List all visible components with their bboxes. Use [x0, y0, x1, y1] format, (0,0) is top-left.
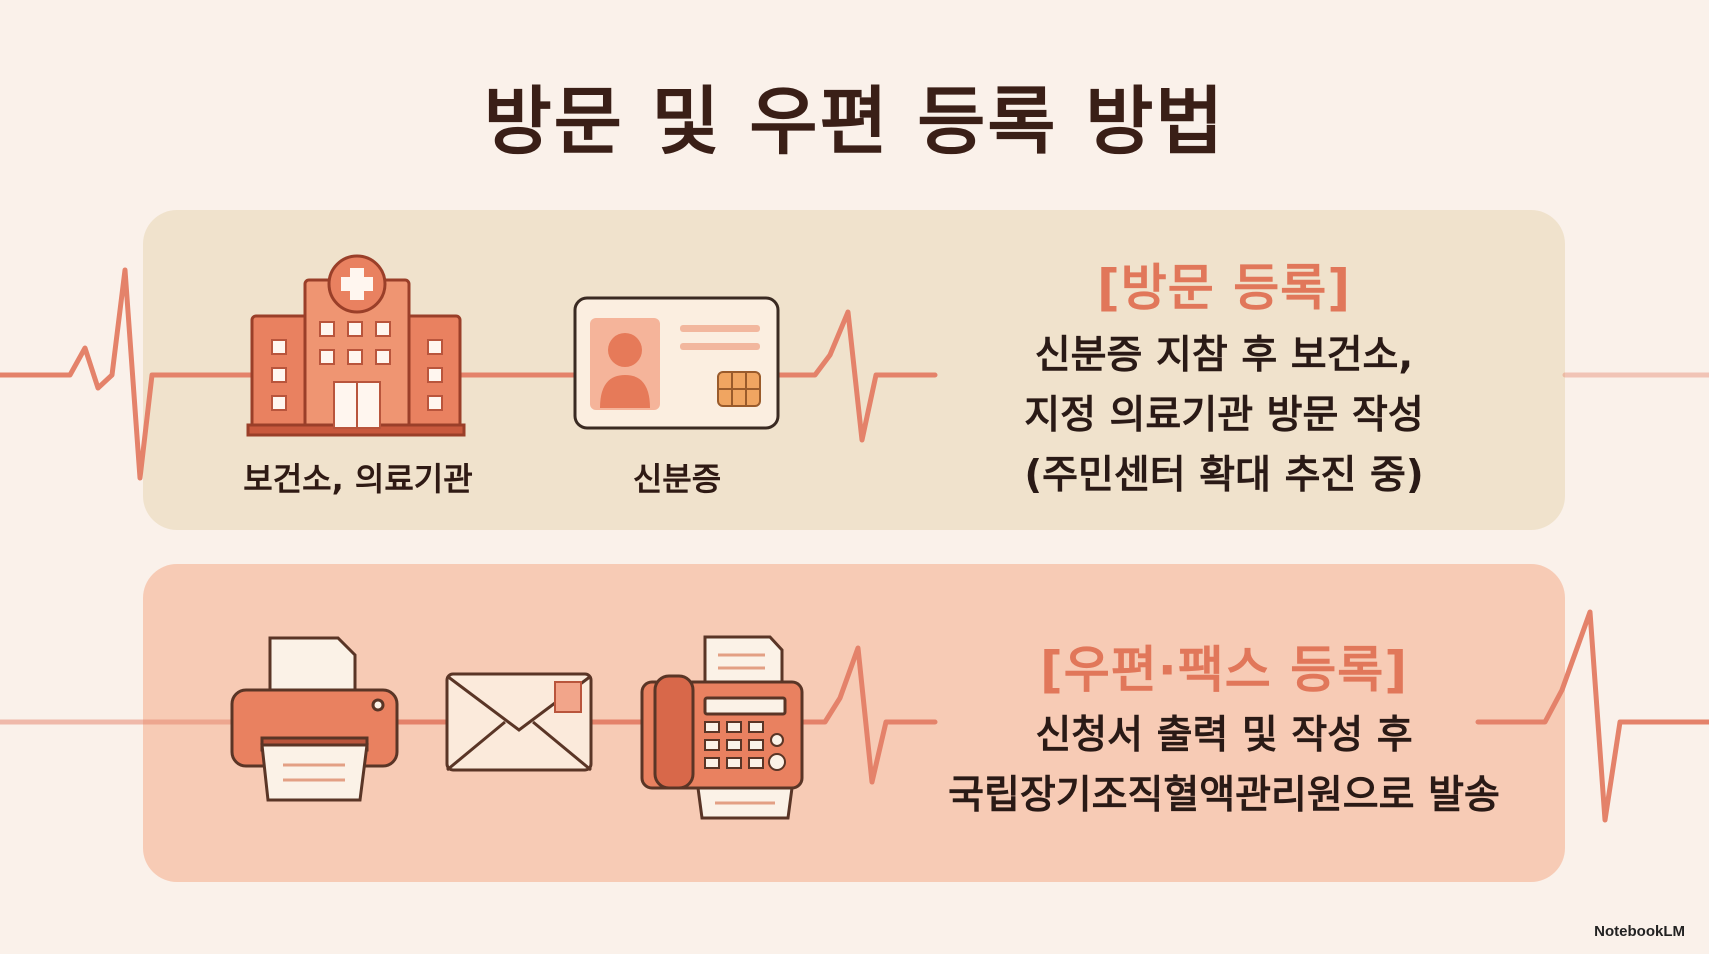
heartbeat-line-bottom [0, 609, 1709, 823]
id-card-icon [573, 296, 780, 430]
page-title: 방문 및 우편 등록 방법 [483, 79, 1226, 165]
heartbeat-line-top [0, 267, 1709, 481]
mail-description: 신청서 출력 및 작성 후 국립장기조직혈액관리원으로 발송 [904, 706, 1544, 826]
mail-line: 신청서 출력 및 작성 후 [1035, 713, 1413, 758]
visit-line: (주민센터 확대 추진 중) [1024, 453, 1424, 498]
mail-heading: [우편·팩스 등록] [1039, 641, 1409, 699]
id-card-label: 신분증 [632, 460, 722, 498]
visit-heading: [방문 등록] [1096, 259, 1352, 317]
visit-line: 신분증 지참 후 보건소, [1034, 333, 1414, 378]
printer-icon [230, 636, 399, 802]
hospital-icon [246, 254, 466, 437]
visit-description: 신분증 지참 후 보건소, 지정 의료기관 방문 작성 (주민센터 확대 추진 … [924, 326, 1524, 506]
hospital-label: 보건소, 의료기관 [243, 460, 473, 498]
notebooklm-brand: NotebookLM [1594, 923, 1685, 940]
mail-line: 국립장기조직혈액관리원으로 발송 [948, 773, 1500, 818]
visit-line: 지정 의료기관 방문 작성 [1024, 393, 1424, 438]
envelope-icon [445, 672, 593, 772]
fax-machine-icon [640, 635, 804, 820]
